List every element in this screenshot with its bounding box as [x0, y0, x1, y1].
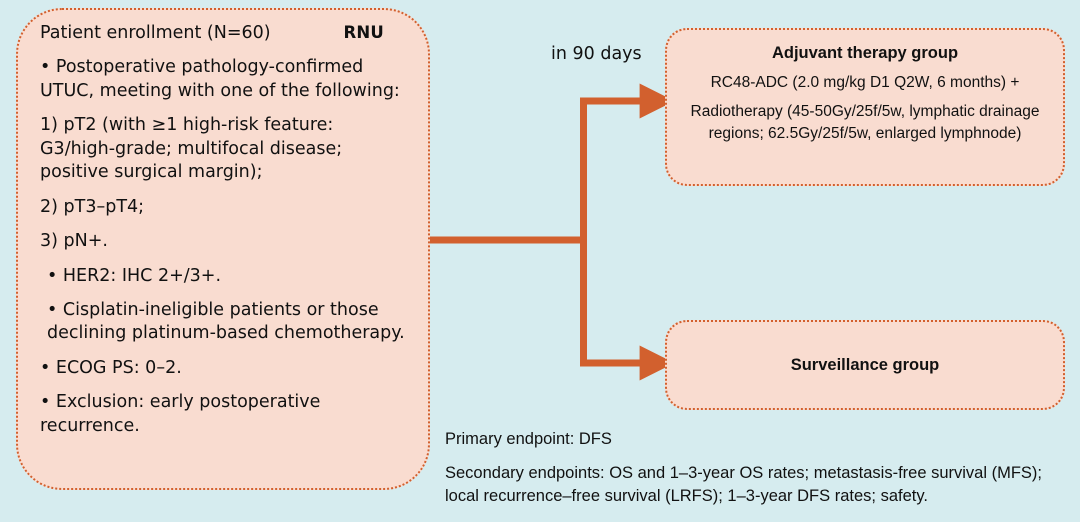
criterion-item: 3) pN+. [40, 231, 108, 252]
adjuvant-therapy-group-box: Adjuvant therapy group RC48-ADC (2.0 mg/… [665, 28, 1065, 186]
secondary-endpoints: Secondary endpoints: OS and 1–3-year OS … [445, 464, 1042, 505]
criterion-item: • HER2: IHC 2+/3+. [47, 265, 222, 286]
criterion-item: 2) pT3–pT4; [40, 196, 145, 217]
criterion-item: 1) pT2 (with ≥1 high-risk feature: G3/hi… [40, 115, 343, 183]
enrollment-header: Patient enrollment (N=60) RNU [40, 22, 412, 45]
surveillance-group-box: Surveillance group [665, 320, 1065, 410]
criterion-item: • ECOG PS: 0–2. [40, 357, 182, 378]
enrollment-title: Patient enrollment (N=60) [40, 23, 271, 43]
adjuvant-regimen-radiotherapy: Radiotherapy (45-50Gy/25f/5w, lymphatic … [690, 103, 1040, 142]
criterion-item: • Exclusion: early postoperative recurre… [40, 392, 321, 436]
enrollment-criteria-box: Patient enrollment (N=60) RNU • Postoper… [16, 8, 430, 490]
criterion-item: • Postoperative pathology-confirmed UTUC… [40, 57, 400, 101]
primary-endpoint: Primary endpoint: DFS [445, 430, 612, 448]
surveillance-group-title: Surveillance group [790, 355, 940, 374]
rnu-procedure-label: RNU [343, 23, 384, 42]
endpoints-section: Primary endpoint: DFS Secondary endpoint… [445, 428, 1075, 507]
connector-timing-label: in 90 days [551, 44, 642, 64]
adjuvant-regimen-drug: RC48-ADC (2.0 mg/kg D1 Q2W, 6 months) + [710, 74, 1020, 91]
adjuvant-group-title: Adjuvant therapy group [771, 44, 959, 62]
criterion-item: • Cisplatin-ineligible patients or those… [47, 299, 405, 344]
